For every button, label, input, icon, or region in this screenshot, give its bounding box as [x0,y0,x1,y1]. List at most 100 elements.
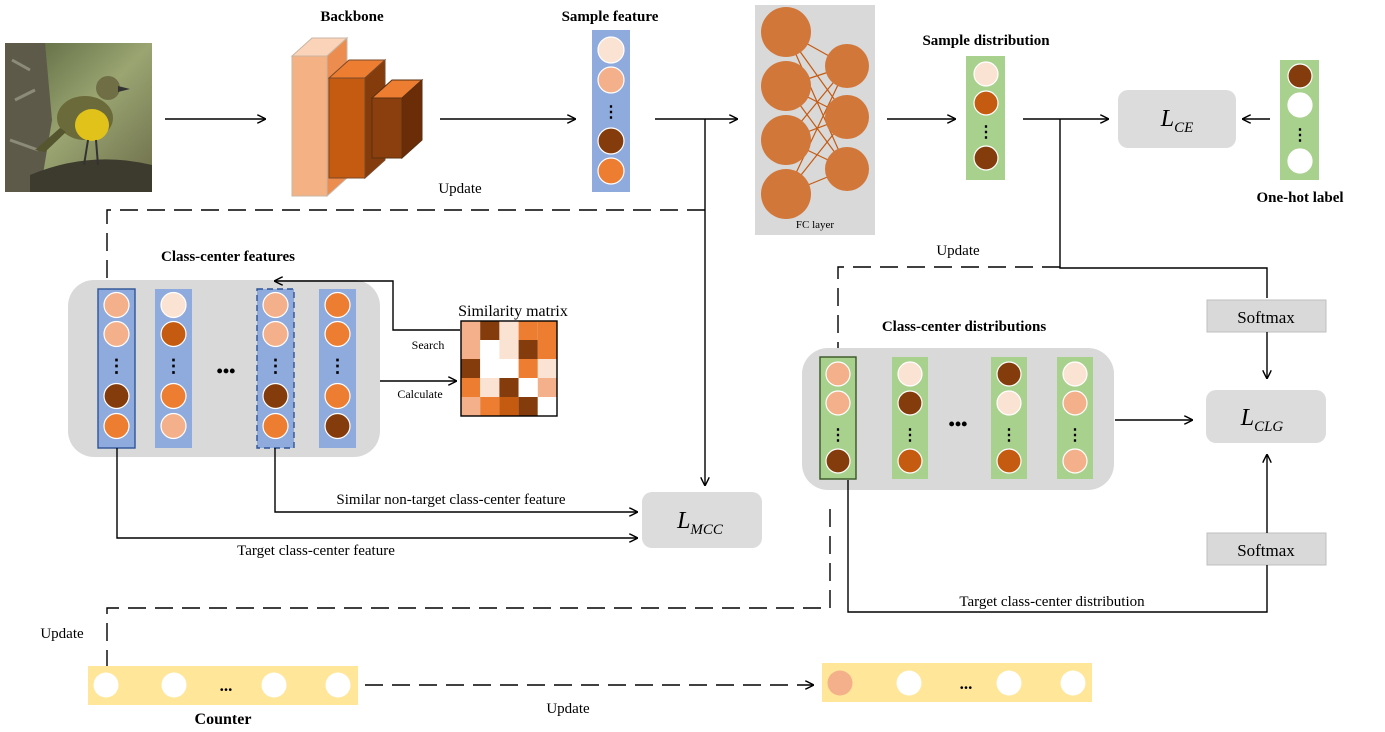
fc-input-node [761,115,811,165]
softmax-top-label: Softmax [1237,308,1295,327]
cc-distribution-circle [825,361,851,387]
similarity-cell [537,321,557,340]
cc-distribution-vdots: ⋮ [902,427,918,444]
cc-features-hdots: ••• [217,361,236,381]
similarity-cell [518,359,538,378]
similar-non-target-label: Similar non-target class-center feature [336,492,566,508]
similarity-cell [480,397,500,416]
counter-left-dots: ... [220,676,233,695]
update-label-backbone: Update [438,181,482,197]
cc-distribution-vdots: ⋮ [1001,427,1017,444]
counter-right-circle [827,670,853,696]
class-center-distributions-panel [802,348,1114,490]
similarity-matrix-border [460,320,558,417]
cc-distribution-circle [825,448,851,474]
cc-distributions-hdots: ••• [949,414,968,434]
one-hot-circle [1287,148,1313,174]
similarity-cell [461,378,481,397]
cc-feature-circle [324,291,351,319]
cc-feature-circle [103,320,130,348]
loss-mcc-box [642,492,762,548]
backbone-blocks [290,36,424,198]
cc-feature-circle [160,291,187,319]
cc-feature-circle [324,382,351,410]
counter-left-circle [93,672,119,698]
similarity-cell [537,397,557,416]
similarity-cell [518,397,538,416]
counter-right-circle [896,670,922,696]
fc-output-node [825,147,869,191]
sample-distribution-circle [973,145,999,171]
input-image-bird [5,43,152,192]
class-center-distributions-label: Class-center distributions [882,319,1046,335]
cc-feature-circle [103,412,130,440]
sample-distribution-circles: ⋮ [973,61,999,171]
class-center-feature-columns: ⋮⋮⋮⋮ [97,288,356,449]
fc-input-node [761,169,811,219]
arrow-similar-to-lmcc [274,448,637,512]
similarity-matrix [461,321,557,416]
similarity-cell [537,359,557,378]
cc-feature-circle [262,320,289,348]
loss-ce-box [1118,90,1236,148]
target-cc-distribution-label: Target class-center distribution [959,594,1145,610]
update-label-left: Update [40,626,84,642]
counter-left-circle [325,672,351,698]
counter-left-circle [261,672,287,698]
sample-feature-circle [597,66,625,94]
cc-feature-circle [103,382,130,410]
one-hot-vdots: ⋮ [1292,127,1308,144]
similarity-cell [499,321,519,340]
cc-distribution-circle [996,390,1022,416]
sample-feature-circle [597,36,625,64]
cc-distribution-circle [1062,390,1088,416]
backbone-label: Backbone [320,9,384,25]
similarity-cell [461,340,481,359]
cc-distribution-vdots: ⋮ [1067,427,1083,444]
calculate-label: Calculate [397,387,442,401]
cc-feature-vdots: ⋮ [267,356,285,376]
similarity-cell [537,378,557,397]
similarity-cell [461,397,481,416]
counter-left-bar [88,666,358,705]
similarity-matrix-label: Similarity matrix [458,303,568,320]
update-label-fc: Update [936,243,980,259]
softmax-bottom-label: Softmax [1237,541,1295,560]
class-center-features-label: Class-center features [161,249,295,265]
loss-ce-text: LCE [1160,106,1194,136]
search-label: Search [412,338,445,352]
cc-distribution-circle [825,390,851,416]
cc-feature-vdots: ⋮ [108,356,126,376]
similarity-cell [480,340,500,359]
target-cc-feature-label: Target class-center feature [237,543,395,559]
cc-feature-circle [324,320,351,348]
similarity-cell [461,321,481,340]
dashed-update-to-cc-features [107,209,705,288]
fc-layer-label: FC layer [796,219,835,231]
cc-distribution-circle [897,361,923,387]
class-center-distribution-columns: ⋮⋮⋮⋮ [819,356,1093,480]
fc-output-node [825,44,869,88]
cc-distribution-circle [897,448,923,474]
loss-clg-text: LCLG [1240,405,1284,435]
counter-right-circle [1060,670,1086,696]
fc-input-node [761,7,811,57]
counter-right-circles [827,670,1086,696]
cc-feature-vdots: ⋮ [329,356,347,376]
one-hot-circle [1287,63,1313,89]
one-hot-circles: ⋮ [1287,63,1313,174]
sample-feature-vdots: ⋮ [603,104,619,121]
cc-distribution-circle [996,361,1022,387]
sample-distribution-label: Sample distribution [922,33,1050,49]
arrow-target-to-lmcc [116,448,637,538]
loss-mcc-text: LMCC [676,508,724,538]
counter-left-circle [161,672,187,698]
similarity-cell [480,378,500,397]
cc-feature-circle [160,320,187,348]
cc-distribution-circle [897,390,923,416]
cc-feature-circle [262,412,289,440]
counter-left-circles [93,672,351,698]
sample-feature-label: Sample feature [562,9,659,25]
cc-feature-circle [324,412,351,440]
